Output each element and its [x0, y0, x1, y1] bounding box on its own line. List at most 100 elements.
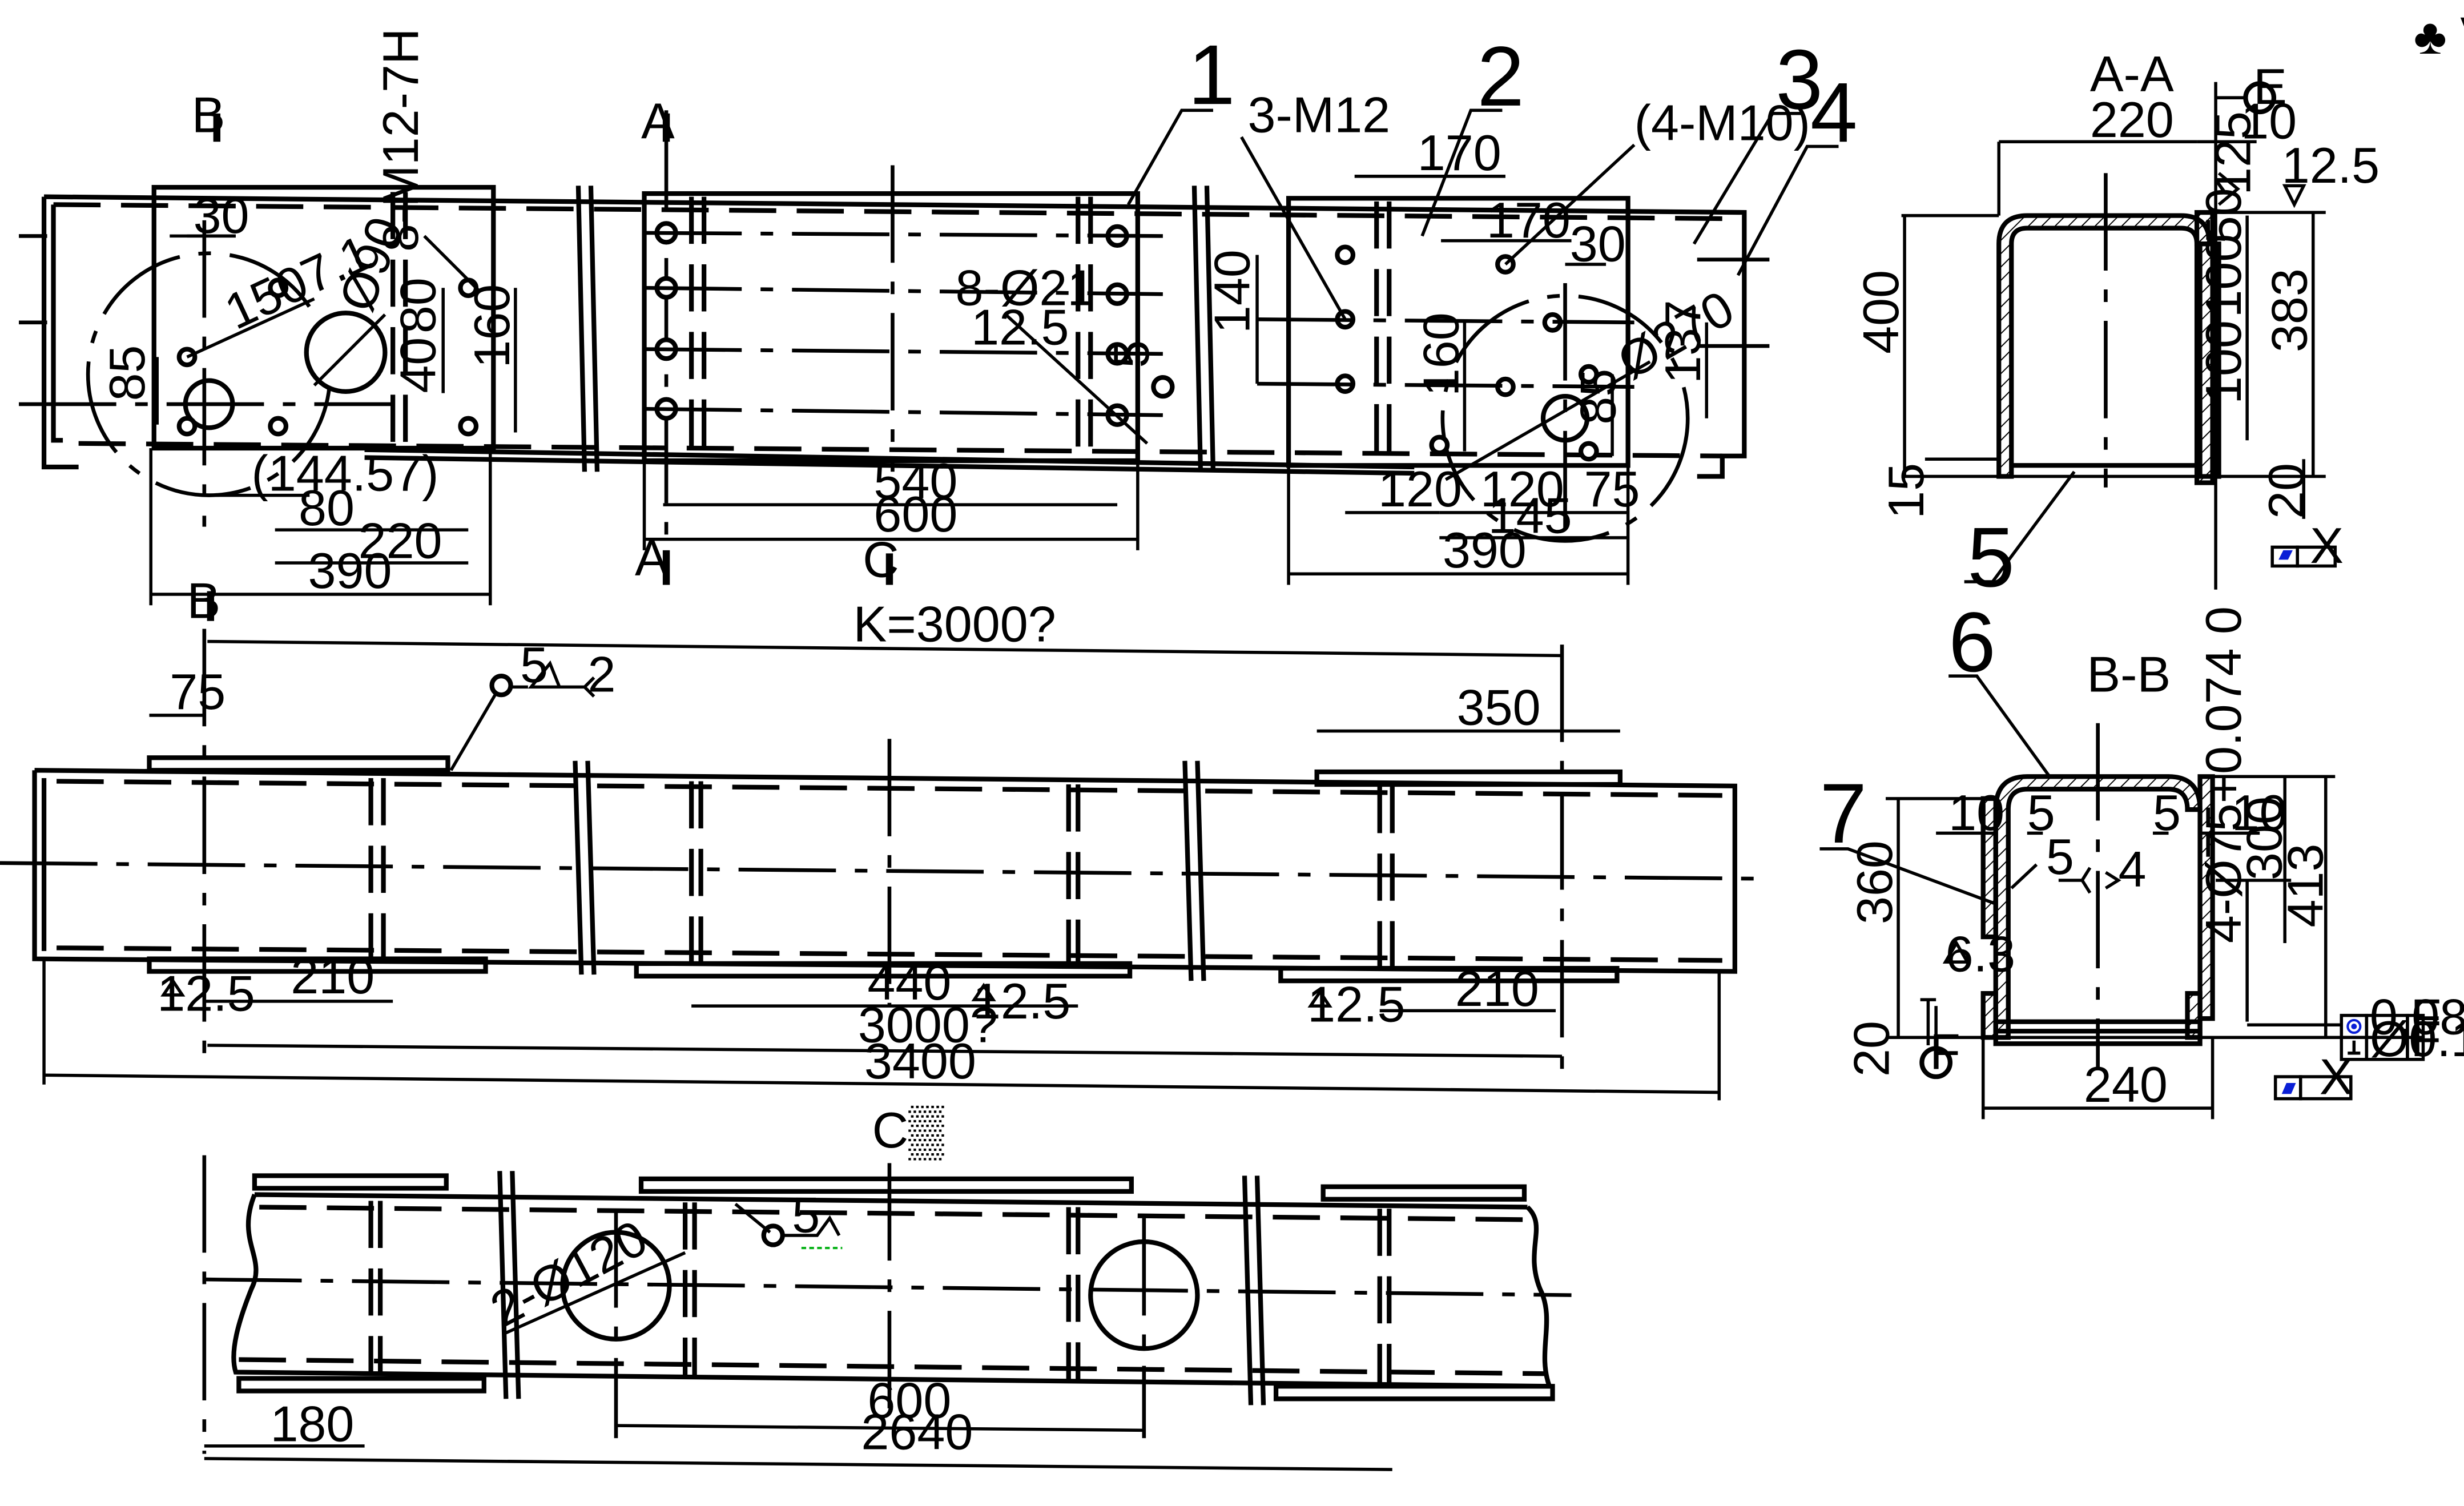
c-view-outline — [231, 1192, 1553, 1389]
bb-weld-4: 4 — [2118, 841, 2146, 897]
dim-540: 540 — [873, 453, 957, 509]
bb-dim-413: 413 — [2277, 844, 2333, 928]
dim-350: 350 — [1457, 679, 1541, 735]
aa-dim-15: 15 — [1878, 463, 1934, 519]
bb-datum-f: F — [1930, 1023, 1960, 1080]
dim-144-57: (144.57) — [251, 445, 438, 501]
aa-dim-50: 50 — [2195, 188, 2252, 244]
weld-5-c: 5 — [792, 1187, 820, 1243]
part-number-6: 6 — [1948, 595, 1996, 690]
roughness-right: 12.5 — [1307, 976, 1405, 1033]
bb-dim-20: 20 — [1843, 1021, 1900, 1077]
dim-137: 137 — [1654, 300, 1711, 384]
roughness-left: 12.5 — [157, 965, 255, 1021]
dim-75-right: 75 — [1584, 461, 1640, 517]
top-view-outline — [44, 194, 1747, 479]
weld-5-top: 5 — [1103, 340, 1159, 368]
part-number-5: 5 — [1967, 510, 2015, 605]
bb-dim-240: 240 — [2084, 1056, 2168, 1113]
section-mark-c: C — [863, 531, 899, 588]
dim-160-right: 160 — [1412, 312, 1469, 396]
bb-dim-5-left: 5 — [2027, 784, 2055, 841]
part-number-3: 3 — [1775, 32, 1823, 127]
corner-mark: ♣ ∇ — [2414, 8, 2464, 65]
dim-m12-7h: 8-M12-7H — [372, 28, 429, 252]
dim-120-a: 120 — [1378, 461, 1462, 517]
bb-tol-x: X — [2320, 1048, 2353, 1105]
part-number-7: 7 — [1819, 766, 1867, 861]
front-view-outline — [32, 768, 1737, 974]
aa-datum-e: E — [2253, 58, 2287, 115]
section-mark-b-bottom: B — [187, 572, 221, 629]
bb-dim-360: 360 — [1846, 840, 1903, 924]
dim-80-bottom: 80 — [299, 480, 355, 536]
section-aa: A-A 220 10 E 125 12.5 400 50 100 100 383… — [1853, 46, 2380, 605]
section-mark-b-top: B — [192, 87, 226, 143]
front-view: K=3000? 75 5 2 350 210 440 210 3000? 340… — [0, 596, 1760, 1101]
dim-170-upper: 170 — [1418, 124, 1501, 181]
bb-dim-300: 300 — [2236, 796, 2293, 880]
aa-dim-20: 20 — [2258, 463, 2314, 519]
aa-dim-220: 220 — [2090, 91, 2174, 148]
bb-dim-10-right: 10 — [2232, 784, 2288, 841]
aa-dim-400: 400 — [1853, 270, 1909, 354]
dim-180: 180 — [270, 1396, 354, 1452]
right-mounting-plate — [1286, 196, 1630, 468]
weld-5-front: 5 — [520, 637, 548, 693]
section-mark-a-top: A — [641, 93, 675, 150]
dim-80-vert: 80 — [389, 277, 446, 333]
dim-30-left: 30 — [194, 187, 249, 244]
dim-40-vert: 40 — [389, 337, 446, 393]
dim-390-right: 390 — [1443, 522, 1527, 578]
dim-85-right: 85 — [1570, 369, 1626, 425]
aa-dim-10: 10 — [2241, 93, 2297, 150]
bb-title: B-B — [2087, 646, 2171, 703]
aa-dim-383: 383 — [2261, 268, 2318, 352]
aa-dim-100-b: 100 — [2195, 320, 2252, 404]
dim-k3000: K=3000? — [853, 596, 1056, 653]
aa-title: A-A — [2090, 46, 2174, 102]
bb-dim-5-right: 5 — [2153, 784, 2181, 841]
aa-roughness: 12.5 — [2282, 137, 2380, 194]
roughness-mid: 12.5 — [973, 973, 1070, 1029]
part-number-2: 2 — [1477, 29, 1524, 124]
dim-75-front: 75 — [170, 663, 226, 720]
dim-120-b: 120 — [1480, 461, 1564, 517]
dim-2640: 2640 — [861, 1403, 973, 1460]
bb-dim-phi75: 4-Ø75+0.074 0 — [2195, 606, 2252, 943]
bb-roughness: 6.3 — [1946, 926, 2015, 982]
dim-4-m10: (4-M10) — [1634, 95, 1810, 151]
part-number-1: 1 — [1188, 27, 1235, 122]
dim-85-left: 85 — [99, 345, 155, 401]
dim-8-phi21: 8-Ø21 — [956, 260, 1096, 316]
aa-dim-125: 125 — [2205, 111, 2261, 195]
c-view: C▒ 2-Ø120 5 180 600 2640 — [202, 1102, 1572, 1471]
dim-30-right: 30 — [1570, 215, 1626, 272]
dim-440: 440 — [867, 954, 951, 1010]
bb-tol-concentricity: 0.08 — [2370, 989, 2464, 1045]
dim-210-left: 210 — [291, 948, 375, 1004]
top-view: B B A A C 1 2 3 4 30 85 1507.1 Ø90 8-M12… — [19, 27, 1858, 629]
bb-tol-perpendicularity-ref: F — [2410, 1010, 2441, 1067]
dim-145: 145 — [1488, 488, 1572, 544]
dim-3400: 3400 — [864, 1033, 976, 1089]
dim-220-bottom: 220 — [359, 513, 442, 569]
part-number-4: 4 — [1810, 65, 1858, 160]
dim-3-m12: 3-M12 — [1248, 87, 1391, 143]
dim-210-right: 210 — [1455, 960, 1539, 1017]
roughness-12-5-top: 12.5 — [971, 299, 1069, 355]
bb-tol-perpendicularity: Ø0.1 — [2370, 1010, 2464, 1067]
dim-3000: 3000? — [858, 996, 998, 1053]
bolt-circle-right — [1440, 293, 1690, 543]
aa-dim-100-a: 100 — [2195, 234, 2252, 318]
dim-170-lower: 170 — [1487, 192, 1571, 248]
bb-dim-10-left: 10 — [1948, 784, 2004, 841]
section-bb: B-B 6 7 10 5 5 10 5 4 360 300 413 4-Ø75+… — [1819, 595, 2464, 1120]
dim-600-top: 600 — [873, 486, 957, 542]
bb-tol-concentricity-ref: F — [2410, 989, 2441, 1045]
section-mark-a-bottom: A — [635, 530, 669, 586]
weld-2-front: 2 — [587, 646, 615, 703]
dim-600-c: 600 — [867, 1372, 951, 1428]
left-mounting-plate — [151, 184, 496, 451]
